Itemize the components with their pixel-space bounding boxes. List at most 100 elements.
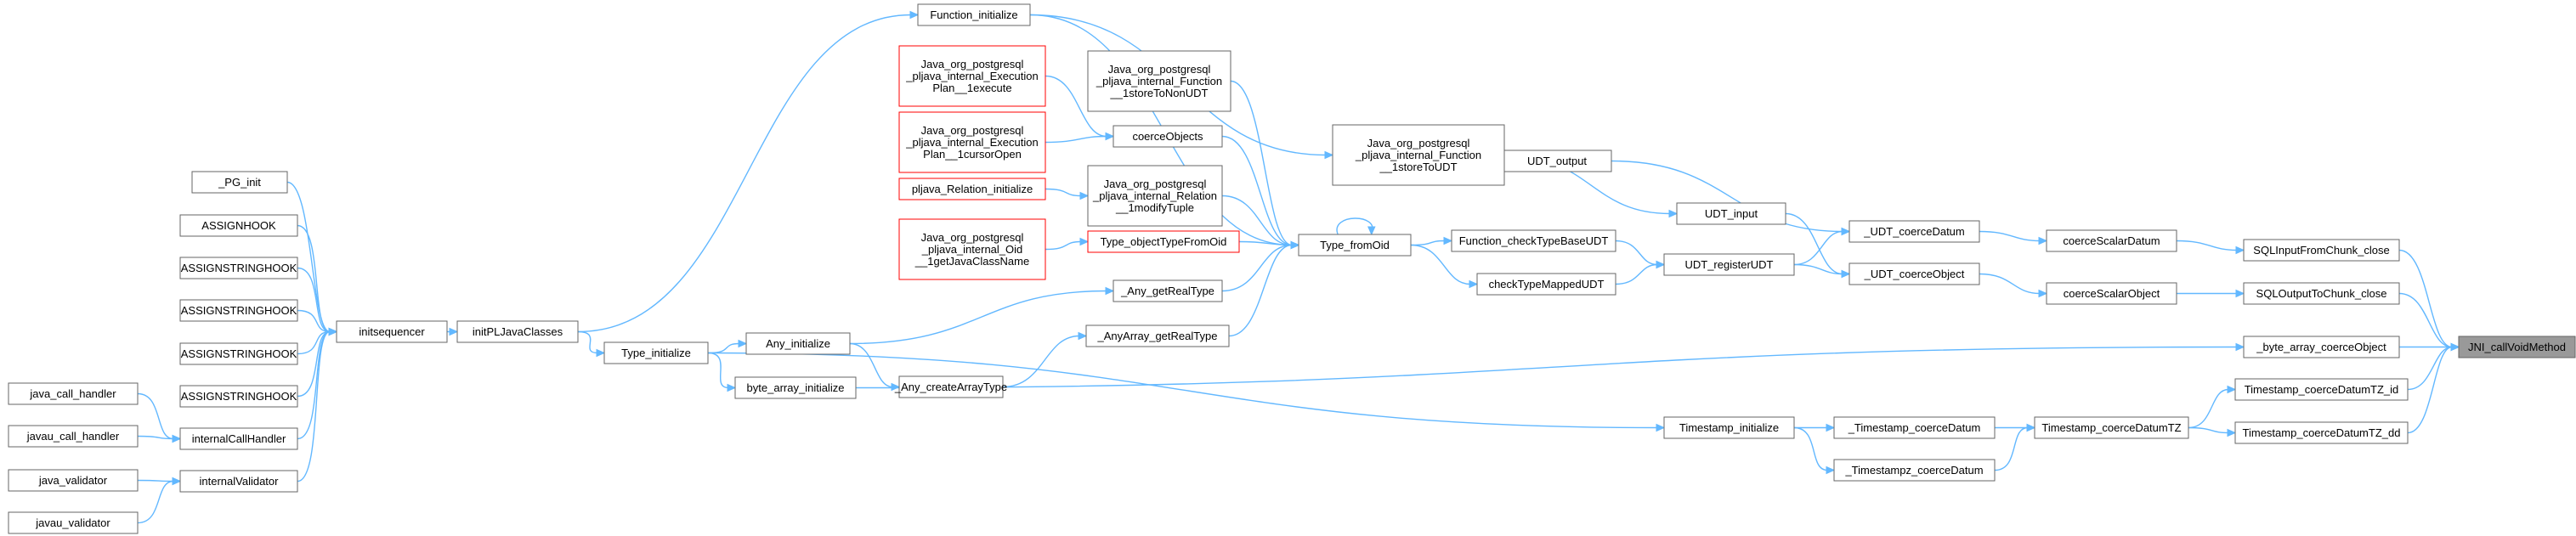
arrowhead-n37-to-n21 <box>909 10 920 20</box>
node-label: _Any_getRealType <box>1120 285 1214 297</box>
edge-n46-to-n38 <box>297 330 331 482</box>
graph-node[interactable]: Java_org_postgresql_pljava_internal_Exec… <box>898 111 1046 173</box>
graph-node[interactable]: javau_call_handler <box>8 425 139 448</box>
graph-node[interactable]: Timestamp_initialize <box>1663 416 1795 439</box>
graph-node[interactable]: initsequencer <box>336 320 448 343</box>
node-box <box>1112 279 1223 302</box>
node-box <box>2458 336 2576 358</box>
graph-node[interactable]: _Timestamp_coerceDatum <box>1833 416 1996 439</box>
node-box <box>336 320 448 343</box>
node-label: ASSIGNSTRINGHOOK <box>181 304 297 317</box>
graph-node[interactable]: SQLInputFromChunk_close <box>2243 239 2400 262</box>
graph-node[interactable]: Java_org_postgresql_pljava_internal_Func… <box>1332 124 1505 186</box>
arrowhead-n48-to-n45 <box>172 434 182 443</box>
graph-node[interactable]: _UDT_coerceObject <box>1848 262 1980 285</box>
node-label: _pljava_internal_Function <box>1096 75 1222 87</box>
graph-node[interactable]: java_call_handler <box>8 382 139 405</box>
graph-node[interactable]: Any_initialize <box>745 332 851 355</box>
node-label: _Timestamp_coerceDatum <box>1848 421 1981 434</box>
edge-n16-to-n11 <box>1793 263 1843 275</box>
graph-node[interactable]: _Timestampz_coerceDatum <box>1833 459 1996 482</box>
graph-node[interactable]: Java_org_postgresql_pljava_internal_Oid_… <box>898 218 1046 280</box>
graph-node[interactable]: JNI_callVoidMethod <box>2458 336 2576 358</box>
node-label: Timestamp_coerceDatumTZ_id <box>2245 383 2399 396</box>
node-box <box>898 375 1004 398</box>
node-label: Plan__1execute <box>932 82 1011 94</box>
graph-node[interactable]: Java_org_postgresql_pljava_internal_Rela… <box>1087 165 1223 227</box>
edge-n22-to-n20 <box>1410 244 1471 285</box>
node-label: _pljava_internal_Function <box>1355 149 1481 161</box>
graph-node[interactable]: Timestamp_coerceDatumTZ_id <box>2234 378 2409 401</box>
graph-node[interactable]: initPLJavaClasses <box>456 320 579 343</box>
edge-n30-to-n24 <box>1045 135 1107 144</box>
node-box <box>1085 324 1230 347</box>
graph-node[interactable]: coerceScalarDatum <box>2046 229 2177 252</box>
node-label: Java_org_postgresql <box>1108 63 1211 76</box>
node-label: ASSIGNSTRINGHOOK <box>181 347 297 360</box>
edge-n26-to-n22 <box>1238 240 1293 246</box>
graph-node[interactable]: Type_objectTypeFromOid <box>1087 230 1240 253</box>
graph-node[interactable]: ASSIGNSTRINGHOOK <box>179 299 298 322</box>
graph-node[interactable]: ASSIGNSTRINGHOOK <box>179 342 298 365</box>
node-box <box>745 332 851 355</box>
edge-n35-to-n4 <box>855 346 2238 389</box>
edge-n23-to-n22 <box>1230 80 1293 246</box>
graph-node[interactable]: _byte_array_coerceObject <box>2243 336 2400 358</box>
graph-node[interactable]: byte_array_initialize <box>734 376 857 399</box>
node-label: Type_objectTypeFromOid <box>1101 235 1227 248</box>
graph-node[interactable]: _Any_getRealType <box>1112 279 1223 302</box>
node-layer: JNI_callVoidMethod SQLInputFromChunk_clos… <box>8 3 2576 534</box>
graph-node[interactable]: ASSIGNSTRINGHOOK <box>179 257 298 279</box>
graph-node[interactable]: ASSIGNHOOK <box>179 214 298 237</box>
graph-node[interactable]: coerceScalarObject <box>2046 282 2177 305</box>
node-label: Java_org_postgresql <box>921 58 1024 71</box>
edge-n10-to-n7 <box>1979 230 2041 242</box>
graph-node[interactable]: pljava_Relation_initialize <box>898 178 1046 200</box>
node-label: SQLOutputToChunk_close <box>2256 287 2387 300</box>
graph-node[interactable]: UDT_input <box>1676 202 1786 225</box>
graph-node[interactable]: Function_initialize <box>917 3 1031 26</box>
edge-n50-to-n46 <box>137 480 174 524</box>
graph-node[interactable]: internalValidator <box>179 470 298 493</box>
graph-node[interactable]: Timestamp_coerceDatumTZ <box>2034 416 2189 439</box>
node-label: _Any_createArrayType <box>894 381 1007 393</box>
node-label: Timestamp_coerceDatumTZ_dd <box>2243 426 2401 439</box>
graph-node[interactable]: UDT_registerUDT <box>1663 253 1795 276</box>
graph-node[interactable]: java_validator <box>8 469 139 492</box>
graph-node[interactable]: ASSIGNSTRINGHOOK <box>179 385 298 408</box>
graph-node[interactable]: _AnyArray_getRealType <box>1085 324 1230 347</box>
node-box <box>2243 239 2400 262</box>
graph-node[interactable]: javau_validator <box>8 511 139 534</box>
arrowhead-n36-to-n35 <box>727 383 737 392</box>
node-label: Type_fromOid <box>1320 239 1390 251</box>
graph-node[interactable]: Timestamp_coerceDatumTZ_dd <box>2234 421 2409 444</box>
edge-n9-to-n6 <box>2188 426 2229 434</box>
arrowhead-n34-to-n33 <box>891 382 901 392</box>
node-box <box>1663 253 1795 276</box>
edge-n32-to-n26 <box>1045 240 1082 251</box>
arrowhead-n32-to-n26 <box>1079 237 1090 246</box>
node-label: __1getJavaClassName <box>914 255 1029 268</box>
graph-node[interactable]: Type_fromOid <box>1298 234 1412 257</box>
node-box <box>456 320 579 343</box>
graph-node[interactable]: _Any_createArrayType <box>894 375 1007 398</box>
node-label: _Timestampz_coerceDatum <box>1844 464 1983 477</box>
graph-node[interactable]: coerceObjects <box>1112 125 1223 148</box>
graph-node[interactable]: UDT_output <box>1502 150 1612 172</box>
node-box <box>1476 273 1616 296</box>
graph-node[interactable]: checkTypeMappedUDT <box>1476 273 1616 296</box>
graph-node[interactable]: _PG_init <box>191 171 288 194</box>
arrowhead-n31-to-n25 <box>1079 191 1090 200</box>
arrowhead-n7-to-n2 <box>2235 245 2245 255</box>
graph-node[interactable]: Type_initialize <box>603 341 709 364</box>
arrowhead-n18-to-n15 <box>1668 209 1679 218</box>
graph-node[interactable]: Function_checkTypeBaseUDT <box>1451 229 1616 252</box>
graph-node[interactable]: _UDT_coerceDatum <box>1848 220 1980 243</box>
graph-node[interactable]: Java_org_postgresql_pljava_internal_Func… <box>1087 50 1231 112</box>
graph-node[interactable]: internalCallHandler <box>179 427 298 450</box>
graph-node[interactable]: SQLOutputToChunk_close <box>2243 282 2400 305</box>
edge-n19-to-n16 <box>1615 240 1658 266</box>
node-label: Plan__1cursorOpen <box>923 148 1022 161</box>
node-label: ASSIGNSTRINGHOOK <box>181 390 297 403</box>
graph-node[interactable]: Java_org_postgresql_pljava_internal_Exec… <box>898 45 1046 107</box>
